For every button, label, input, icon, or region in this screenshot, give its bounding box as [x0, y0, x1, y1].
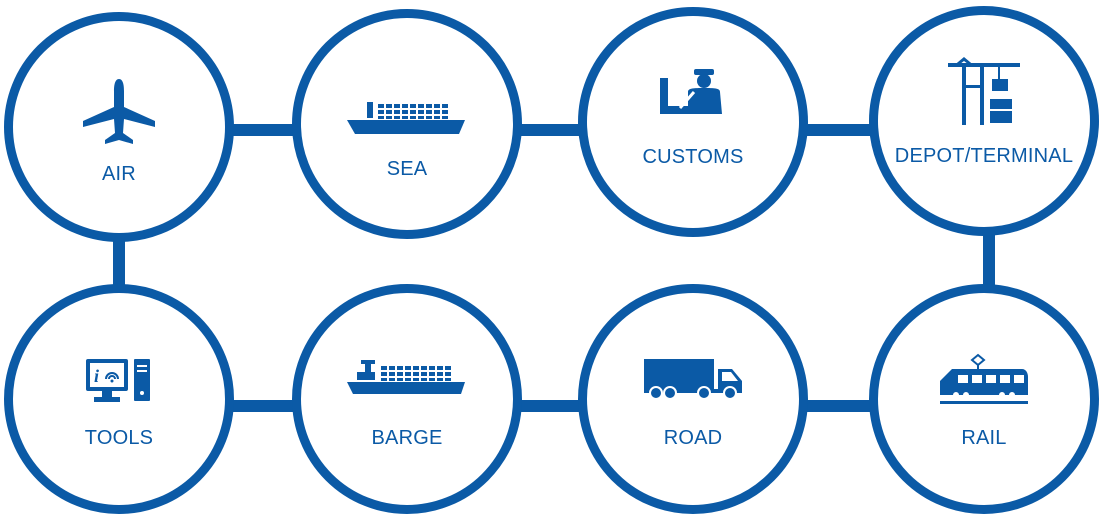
container-crane-icon — [946, 55, 1022, 127]
computer-icon: i — [84, 357, 154, 405]
connector-sea-customs — [505, 124, 590, 136]
node-label: CUSTOMS — [642, 146, 744, 168]
connector-depot-rail — [983, 225, 995, 295]
node-label: SEA — [386, 158, 428, 180]
node-customs[interactable]: CUSTOMS — [578, 7, 808, 237]
train-icon — [938, 353, 1030, 405]
barge-icon — [345, 358, 469, 396]
connector-road-rail — [790, 400, 875, 412]
customs-officer-icon — [658, 66, 728, 116]
truck-icon — [642, 357, 744, 401]
connector-barge-road — [505, 400, 590, 412]
node-label: TOOLS — [84, 427, 154, 449]
connector-air-tools — [113, 230, 125, 300]
node-barge[interactable]: BARGE — [292, 284, 522, 514]
node-rail[interactable]: RAIL — [869, 284, 1099, 514]
connector-tools-barge — [220, 400, 310, 412]
node-air[interactable]: AIR — [4, 12, 234, 242]
node-label: AIR — [102, 163, 136, 185]
airplane-icon — [81, 77, 157, 147]
node-label: BARGE — [371, 427, 443, 449]
node-label: ROAD — [663, 427, 723, 449]
node-label: DEPOT/TERMINAL — [894, 145, 1074, 167]
node-road[interactable]: ROAD — [578, 284, 808, 514]
node-depot[interactable]: DEPOT/TERMINAL — [869, 6, 1099, 236]
connector-air-sea — [220, 124, 310, 136]
svg-text:i: i — [94, 366, 99, 386]
cargo-ship-icon — [345, 100, 469, 136]
connector-customs-depot — [790, 124, 875, 136]
node-label: RAIL — [961, 427, 1007, 449]
node-tools[interactable]: i TOOLS — [4, 284, 234, 514]
node-sea[interactable]: SEA — [292, 9, 522, 239]
